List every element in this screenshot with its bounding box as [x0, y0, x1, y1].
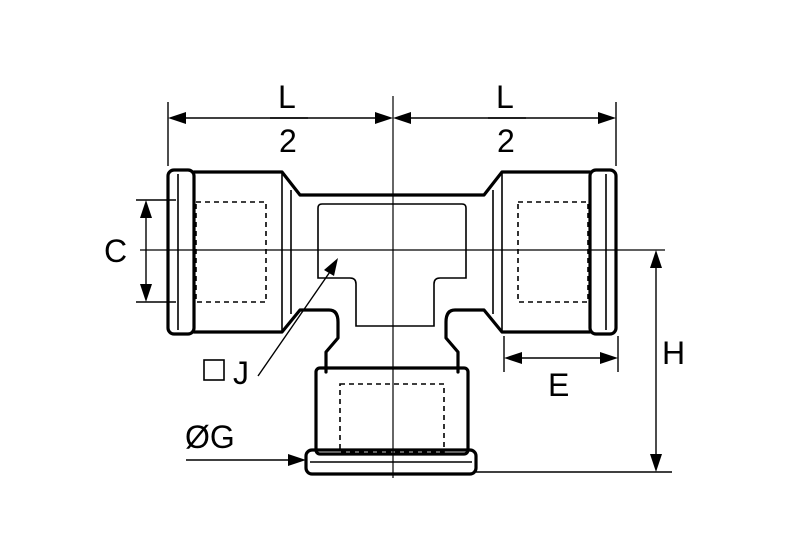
half-length-left-denominator: 2 — [279, 123, 297, 159]
bottom-end-ring — [304, 448, 478, 476]
arrowhead — [650, 250, 662, 268]
internal-bore — [317, 203, 467, 327]
arrowhead — [324, 258, 338, 276]
g-label: ØG — [185, 419, 235, 455]
arrowhead — [375, 112, 393, 124]
arrowhead — [168, 112, 186, 124]
bottom-branch-body — [314, 366, 470, 456]
right-end-ring — [588, 168, 618, 336]
arrowhead — [600, 352, 618, 364]
tee-body-outline — [192, 170, 592, 374]
arrowhead — [650, 454, 662, 472]
right-thread-hidden — [517, 201, 589, 303]
j-leader-line — [257, 265, 335, 377]
half-length-right-numerator: L — [496, 79, 514, 115]
arrowhead — [598, 112, 616, 124]
half-length-right-denominator: 2 — [497, 123, 515, 159]
left-thread-hidden — [195, 201, 267, 303]
half-length-left-numerator: L — [278, 79, 296, 115]
j-label: J — [233, 355, 249, 391]
c-label: C — [104, 233, 127, 269]
arrowhead — [140, 284, 152, 302]
h-label: H — [662, 335, 685, 371]
arrowhead — [393, 112, 411, 124]
j-square-symbol — [203, 359, 225, 381]
arrowhead — [504, 352, 522, 364]
e-label: E — [548, 367, 569, 403]
arrowhead — [288, 454, 306, 466]
arrowhead — [140, 200, 152, 218]
left-end-ring — [166, 168, 196, 336]
bottom-thread-hidden — [339, 383, 445, 453]
